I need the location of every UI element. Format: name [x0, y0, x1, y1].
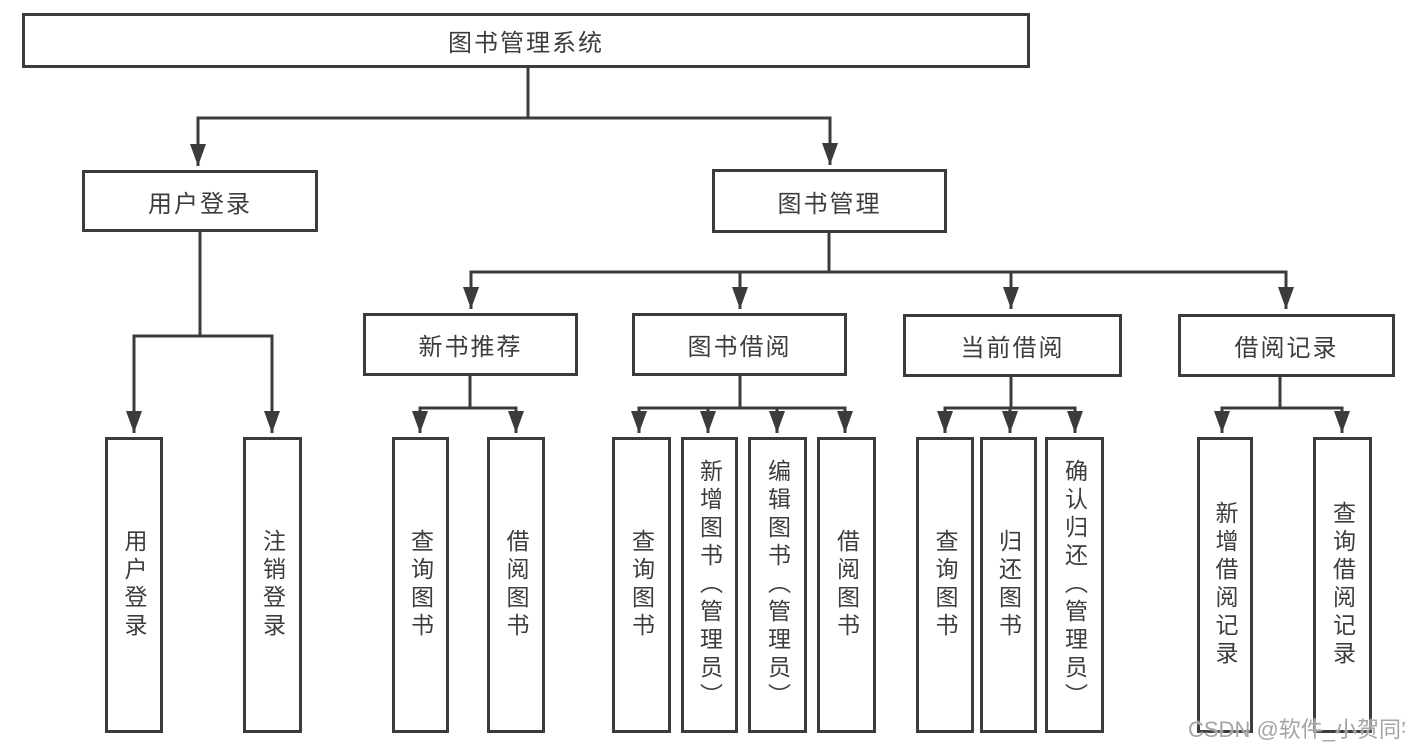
node-new-book-recommend-label: 新书推荐 — [418, 334, 523, 361]
node-book-borrow-label: 图书借阅 — [687, 334, 792, 361]
leaf-recommend-query-books-label: 查询图书 — [407, 529, 434, 641]
leaf-borrow-query-books: 查询图书 — [612, 437, 671, 733]
leaf-borrow-add-books-admin: 新增图书（管理员） — [681, 437, 738, 733]
node-book-management: 图书管理 — [712, 169, 947, 233]
node-root-label: 图书管理系统 — [448, 30, 604, 57]
csdn-watermark: CSDN @软件_小贺同学 — [1188, 717, 1405, 742]
leaf-borrow-add-books-admin-label: 新增图书（管理员） — [696, 459, 723, 711]
leaf-user-login-label: 用户登录 — [121, 529, 147, 641]
node-book-borrow: 图书借阅 — [632, 313, 847, 376]
leaf-logout: 注销登录 — [243, 437, 302, 733]
leaf-borrow-query-books-label: 查询图书 — [628, 529, 655, 641]
node-user-login: 用户登录 — [82, 170, 318, 232]
leaf-current-confirm-return-admin-label: 确认归还（管理员） — [1061, 459, 1088, 711]
leaf-records-add-record-label: 新增借阅记录 — [1212, 501, 1238, 669]
leaf-borrow-edit-books-admin-label: 编辑图书（管理员） — [764, 459, 791, 711]
node-borrow-records-label: 借阅记录 — [1234, 335, 1339, 362]
leaf-current-confirm-return-admin: 确认归还（管理员） — [1045, 437, 1104, 733]
leaf-borrow-edit-books-admin: 编辑图书（管理员） — [748, 437, 807, 733]
leaf-current-query-books: 查询图书 — [916, 437, 974, 733]
leaf-borrow-borrow-books-label: 借阅图书 — [833, 529, 860, 641]
node-root: 图书管理系统 — [22, 13, 1030, 68]
connector-lines — [126, 66, 1350, 433]
node-current-borrow: 当前借阅 — [903, 314, 1122, 377]
leaf-recommend-query-books: 查询图书 — [392, 437, 449, 733]
leaf-recommend-borrow-books: 借阅图书 — [487, 437, 545, 733]
leaf-user-login: 用户登录 — [105, 437, 163, 733]
node-new-book-recommend: 新书推荐 — [363, 313, 578, 376]
leaf-records-add-record: 新增借阅记录 — [1197, 437, 1253, 733]
leaf-borrow-borrow-books: 借阅图书 — [817, 437, 876, 733]
leaf-records-query-record: 查询借阅记录 — [1313, 437, 1372, 733]
leaf-logout-label: 注销登录 — [259, 529, 286, 641]
node-user-login-label: 用户登录 — [148, 190, 252, 218]
node-current-borrow-label: 当前借阅 — [960, 335, 1065, 362]
node-borrow-records: 借阅记录 — [1178, 314, 1395, 377]
leaf-recommend-borrow-books-label: 借阅图书 — [503, 529, 529, 641]
leaf-records-query-record-label: 查询借阅记录 — [1329, 501, 1356, 669]
leaf-current-query-books-label: 查询图书 — [932, 529, 958, 641]
leaf-current-return-books: 归还图书 — [980, 437, 1037, 733]
node-book-management-label: 图书管理 — [777, 190, 882, 218]
leaf-current-return-books-label: 归还图书 — [995, 529, 1022, 641]
